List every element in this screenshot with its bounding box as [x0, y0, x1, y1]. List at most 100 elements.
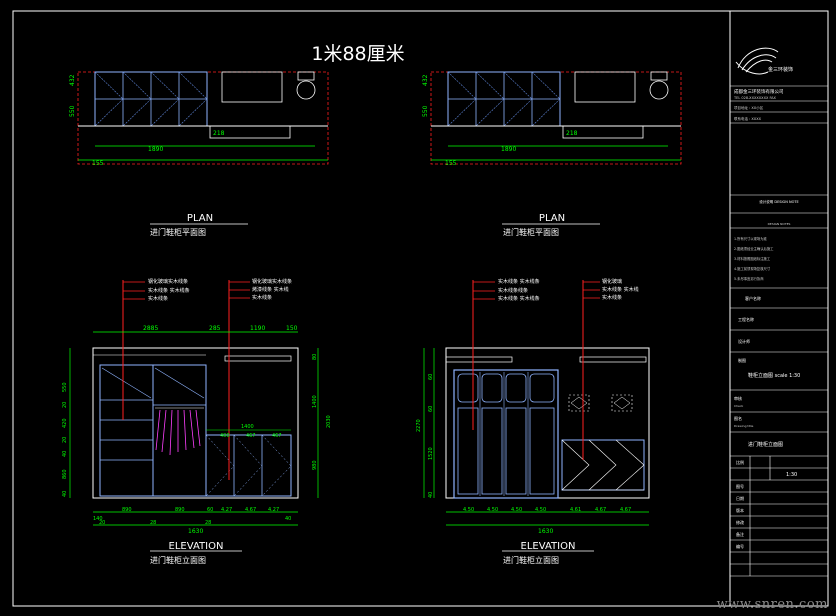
elev-left-note-6: 实木线条 [252, 294, 272, 301]
plan-right-depth: 550 [422, 105, 429, 117]
drawing-title-value: 进门鞋柜立面图 [748, 441, 783, 448]
elev-left-note-5: 烤漆线条 实木线 [252, 286, 289, 293]
elev-left-bottom-row-3: 28 [150, 520, 156, 526]
designer-label: 设计师 [738, 338, 750, 344]
elev-left-left-dim-7: 40 [62, 491, 68, 497]
elev-right-note-4: 钢化玻璃 [602, 278, 622, 285]
design-note-5: 5.未尽事宜另行协商 [734, 276, 764, 281]
plan-left-depth: 550 [69, 105, 76, 117]
check-sub: Check [734, 404, 743, 408]
scale-label: 比例 [736, 459, 744, 465]
elev-left-note-4: 钢化玻璃实木线条 [252, 278, 292, 285]
elev-left-bottom-row-4: 28 [205, 520, 211, 526]
plan-right-small: 218 [566, 130, 578, 137]
company-name: 成都金三环装饰有限公司 [734, 88, 784, 95]
elev-right-bottom-dim-7: 4.67 [620, 507, 631, 513]
elev-right-bottom-dim-3: 4.50 [511, 507, 522, 513]
plan-left-caption: 进门鞋柜平面图 [150, 227, 206, 237]
elev-right-note-1: 实木线条 实木线条 [498, 278, 540, 285]
company-address-2: 项目地址 : XX小区 [734, 105, 764, 110]
design-note-1: 1.所有尺寸以现场为准 [734, 236, 768, 241]
elev-right-bottom-dim-6: 4.67 [595, 507, 606, 513]
elev-left-bottom-dim-6: 4.27 [268, 507, 279, 513]
plan-left-label: PLAN [187, 213, 213, 224]
elev-left-bottom-row-1: 140 [93, 516, 103, 522]
elev-left-mid-row-3: 467 [272, 433, 282, 439]
drawing-number: 鞋柜立面图 scale 1:30 [748, 372, 800, 379]
plan-left-width: 1890 [148, 146, 163, 153]
elev-left-right-dim-4: 2030 [326, 415, 332, 428]
client-label: 客户名称 [745, 295, 761, 301]
check-label: 审核 [734, 395, 742, 401]
design-note-4: 4.施工前须现场复核尺寸 [734, 266, 771, 271]
elev-left-bottom-dim-1: 890 [122, 507, 132, 513]
elev-left-bottom-dim-5: 4.67 [245, 507, 256, 513]
elev-right-note-5: 实木线条 实木线 [602, 286, 639, 293]
logo-text: 金三环装饰 [768, 66, 793, 73]
elev-right-bottom-dim-1: 4.50 [463, 507, 474, 513]
elev-left-mid-row-2: 467 [246, 433, 256, 439]
elev-left-note-3: 实木线条 [148, 295, 168, 302]
elev-left-left-dim-2: 20 [62, 402, 68, 408]
plan-left-small: 218 [213, 130, 225, 137]
plan-right-label: PLAN [539, 213, 565, 224]
tb-row-1: 图号 [736, 483, 744, 489]
elev-left-left-dim-5: 40 [62, 451, 68, 457]
design-note-2: 2.图纸须经业主确认后施工 [734, 246, 774, 251]
sheet-border [12, 10, 829, 607]
elev-left-label: ELEVATION [169, 541, 224, 552]
elev-left-top-dim-3: 1190 [250, 325, 265, 332]
elev-right-bottom-dim-2: 4.50 [487, 507, 498, 513]
elev-left-note-2: 实木线条 实木线条 [148, 287, 190, 294]
elev-left-mid-row-1: 400 [220, 433, 230, 439]
elev-left-bottom-row-5: 40 [285, 516, 291, 522]
drawing-title-en: Drawing title [734, 424, 753, 428]
watermark: www.snren.com [716, 597, 828, 612]
elev-left-mid-dim: 1400 [241, 424, 254, 430]
tb-row-6: 编号 [736, 543, 744, 549]
elev-right-left-dim-5: 40 [428, 492, 434, 498]
tb-row-5: 备注 [736, 531, 744, 537]
elev-right-left-dim-2: 60 [428, 406, 434, 412]
elev-left-left-dim-4: 20 [62, 437, 68, 443]
elev-right-note-2: 实木线条线条 [498, 287, 528, 294]
elev-right-note-6: 实木线条 [602, 294, 622, 301]
title-block [730, 85, 828, 577]
elev-right-bottom-dim-5: 4.61 [570, 507, 581, 513]
elev-right-caption: 进门鞋柜立面图 [503, 555, 559, 565]
design-notes-sub: DESIGN NOTES [768, 222, 791, 226]
plan-right-width: 1890 [501, 146, 516, 153]
elev-right-label: ELEVATION [521, 541, 576, 552]
elev-right-left-dim-3: 2270 [416, 419, 422, 432]
scale-value: 1:30 [786, 472, 797, 478]
elev-left-left-dim-1: 550 [62, 382, 68, 392]
plan-view-left [77, 71, 329, 165]
elev-left-right-dim-2: 1400 [312, 395, 318, 408]
tb-row-3: 版本 [736, 507, 744, 513]
company-address-3: 联系电话 : XXXX [734, 116, 762, 121]
design-notes-heading: 设计说明 DESIGN NOTE [759, 199, 798, 204]
plan-right-caption: 进门鞋柜平面图 [503, 227, 559, 237]
elev-right-left-dim-1: 60 [428, 374, 434, 380]
elev-right-bottom-dim-4: 4.50 [535, 507, 546, 513]
plan-left-overall: 155 [92, 160, 104, 167]
plan-left-top: 432 [69, 74, 76, 86]
company-logo-icon [735, 47, 779, 75]
plan-right-overall: 155 [445, 160, 457, 167]
tb-row-4: 修改 [736, 519, 744, 525]
elev-right-total: 1630 [538, 528, 553, 535]
elev-left-top-dim-2: 285 [209, 325, 221, 332]
elev-left-left-dim-6: 860 [62, 469, 68, 479]
elev-left-bottom-dim-3: 60 [207, 507, 213, 513]
elev-left-right-dim-1: 80 [312, 354, 318, 360]
drawer-label: 制图 [738, 357, 746, 363]
plan-right-top: 432 [422, 74, 429, 86]
elevation-view-right [423, 280, 650, 526]
elev-left-bottom-row-2: 20 [99, 520, 105, 526]
elev-right-left-dim-4: 1520 [428, 447, 434, 460]
elev-left-total: 1630 [188, 528, 203, 535]
company-address-1: TEL 028-XXXXXXXX FAX [733, 96, 777, 100]
plan-view-right [430, 71, 682, 165]
elev-left-bottom-dim-4: 4.27 [221, 507, 232, 513]
elev-left-note-1: 钢化玻璃实木线条 [148, 278, 188, 285]
